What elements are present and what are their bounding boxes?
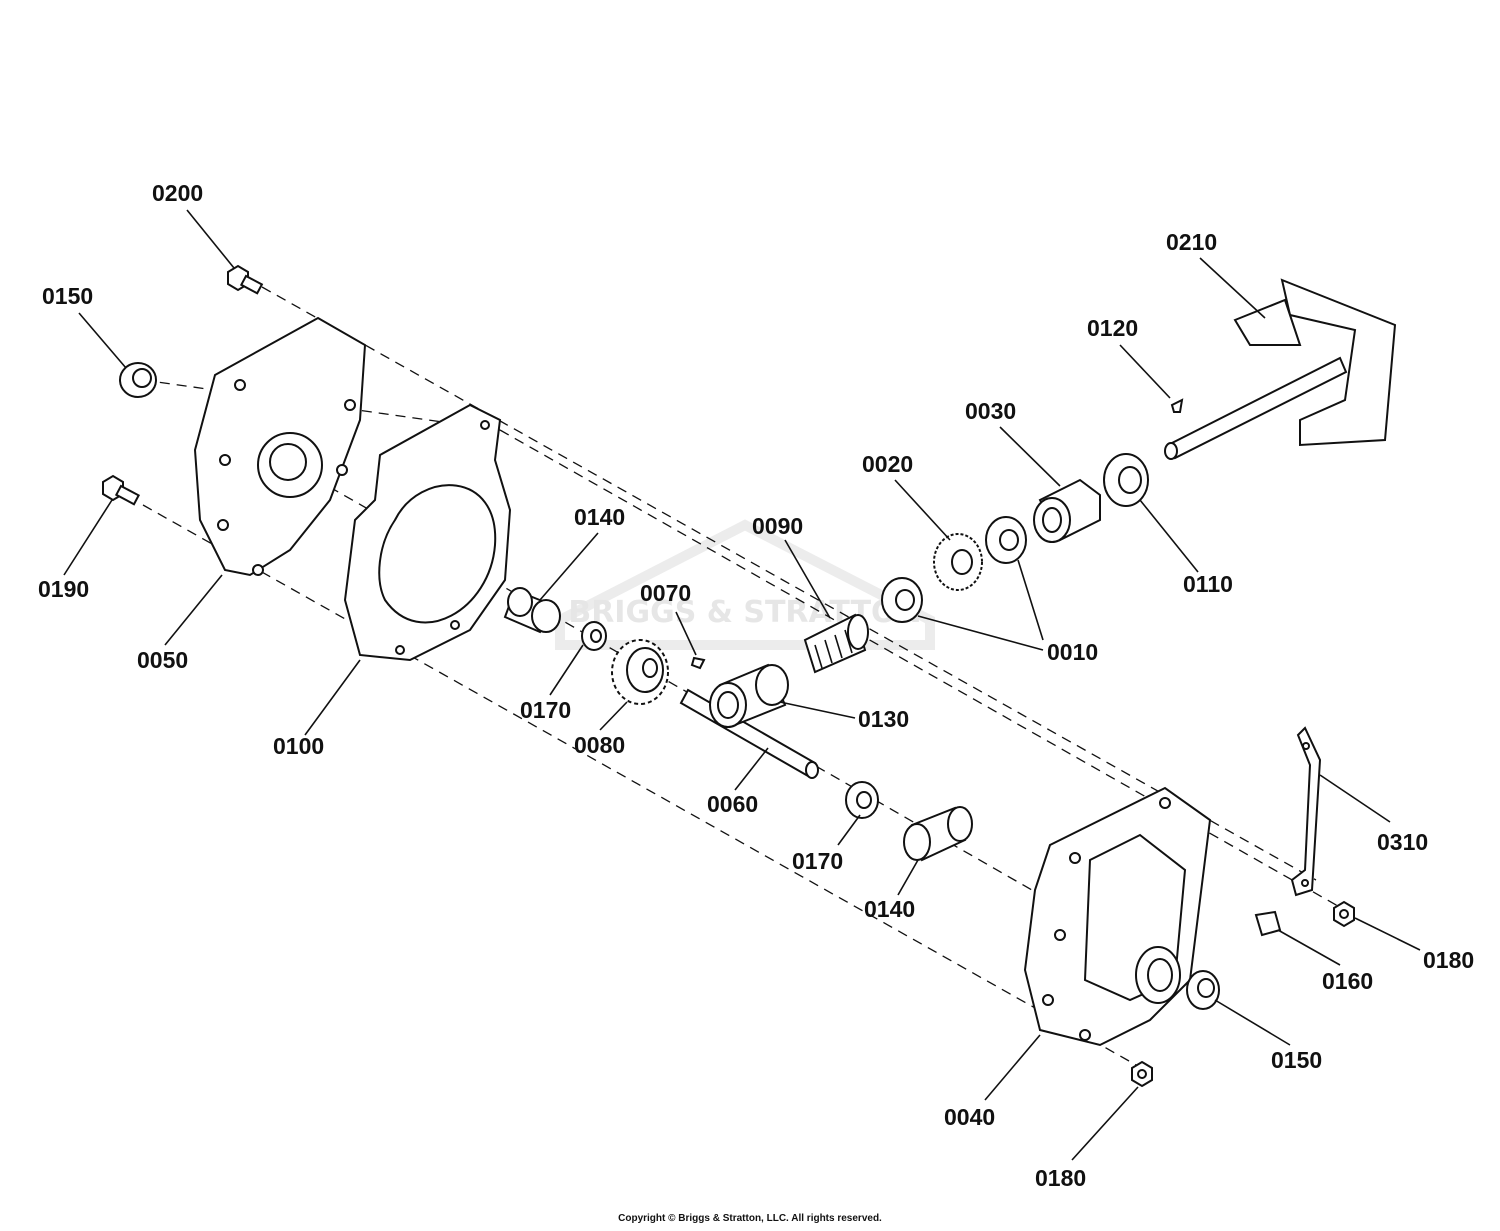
callout-0110: 0110 [1183, 571, 1233, 597]
nut-0180-right [1333, 900, 1355, 928]
callout-0180-bottom: 0180 [1035, 1165, 1086, 1191]
watermark-text: BRIGGS & STRATTON [568, 595, 921, 630]
callout-0060: 0060 [707, 791, 758, 817]
callout-0170: 0170 [520, 697, 571, 723]
watermark: BRIGGS & STRATTON [555, 519, 935, 650]
key-0120 [1170, 398, 1184, 413]
callout-labels: 0200 0150 0190 0050 0100 0140 0170 0080 … [38, 180, 1474, 1191]
bearing-0030 [1033, 478, 1101, 543]
callout-0160: 0160 [1322, 968, 1373, 994]
callout-0100: 0100 [273, 733, 324, 759]
callout-0030: 0030 [965, 398, 1016, 424]
callout-0140-bottom: 0140 [864, 896, 915, 922]
bushing-0130 [709, 663, 789, 728]
washer-0110 [1103, 453, 1149, 507]
bearing-0140-top [503, 587, 561, 634]
callout-0140: 0140 [574, 504, 625, 530]
callout-0080: 0080 [574, 732, 625, 758]
washer-0170-top [581, 621, 607, 651]
washer-0010-right [985, 516, 1027, 564]
shaft-0210 [1164, 278, 1397, 460]
callout-0170-bottom: 0170 [792, 848, 843, 874]
callout-0090: 0090 [752, 513, 803, 539]
copyright-notice: Copyright © Briggs & Stratton, LLC. All … [618, 1213, 882, 1224]
callout-0150: 0150 [42, 283, 93, 309]
callout-0180: 0180 [1423, 947, 1474, 973]
washer-0010-left [881, 577, 923, 623]
nut-0180-bottom [1131, 1060, 1153, 1088]
callout-0020: 0020 [862, 451, 913, 477]
callout-0200: 0200 [152, 180, 203, 206]
bushing-0150-bottom [1186, 970, 1220, 1010]
housing-0050 [193, 316, 367, 577]
key-0070 [690, 656, 706, 670]
setscrew-0160 [1254, 910, 1282, 937]
washer-0170-bottom [845, 781, 879, 819]
callout-0040: 0040 [944, 1104, 995, 1130]
callout-0120: 0120 [1087, 315, 1138, 341]
bolt-0190 [102, 474, 141, 506]
gear-0080 [611, 639, 669, 705]
callout-0150-bottom: 0150 [1271, 1047, 1322, 1073]
callout-0310: 0310 [1377, 829, 1428, 855]
callout-0010: 0010 [1047, 639, 1098, 665]
callout-0130: 0130 [858, 706, 909, 732]
bushing-0150-top [119, 362, 157, 398]
worm-0090 [803, 613, 869, 674]
thrust-bearing-0020 [933, 533, 983, 591]
bolt-0200 [227, 264, 264, 295]
callout-0210: 0210 [1166, 229, 1217, 255]
callout-0070: 0070 [640, 580, 691, 606]
bracket-0310 [1290, 726, 1322, 897]
housing-0040 [1023, 786, 1212, 1047]
callout-0050: 0050 [137, 647, 188, 673]
bearing-0140-bottom [903, 806, 973, 862]
leader-lines [63, 209, 1421, 1161]
gasket-0100 [343, 403, 512, 662]
callout-0190: 0190 [38, 576, 89, 602]
assembly-lines [142, 286, 1346, 1071]
